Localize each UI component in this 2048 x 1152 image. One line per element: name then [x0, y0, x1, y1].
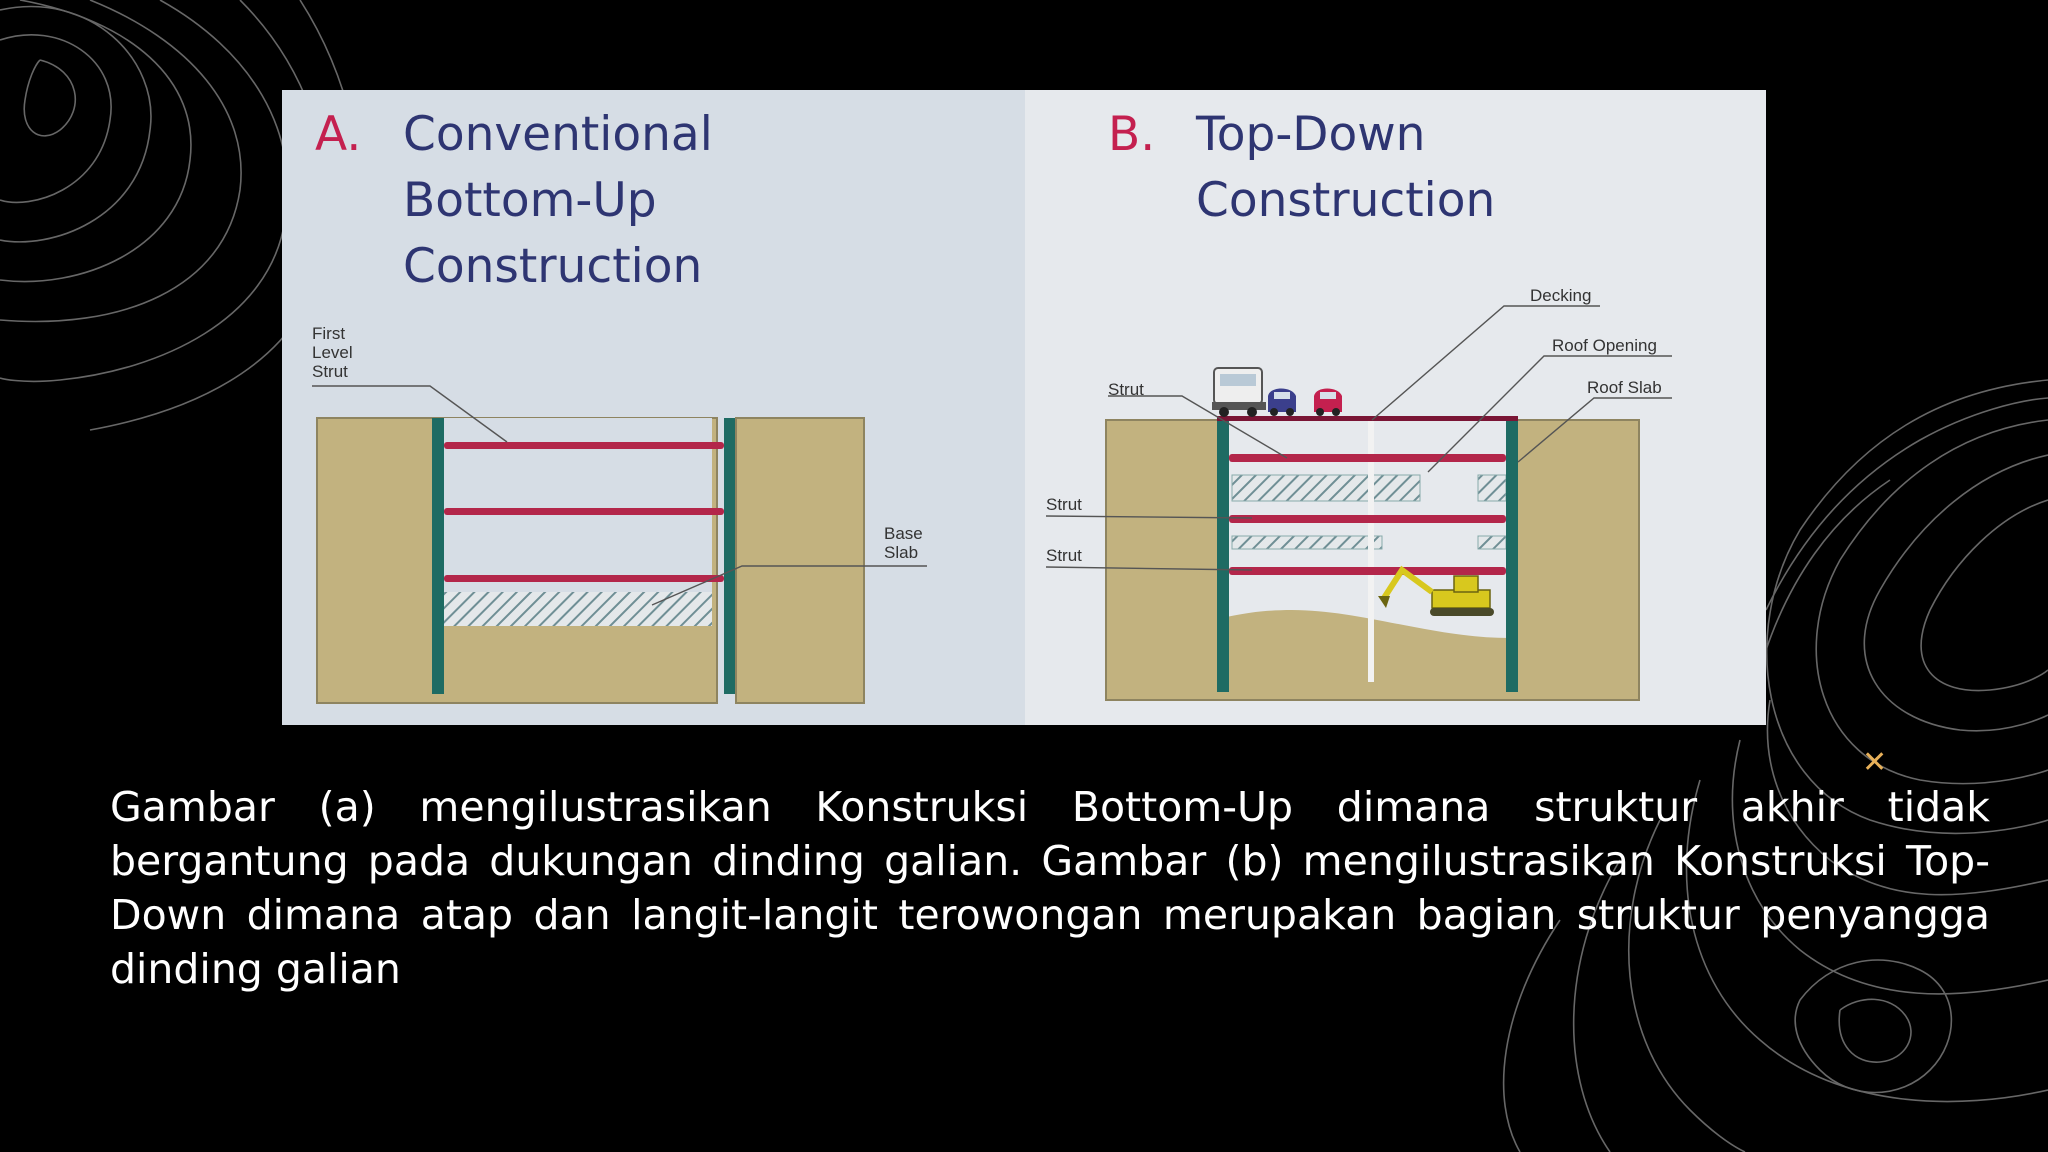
label-roof-opening: Roof Opening: [1552, 336, 1657, 355]
excavation-a: [434, 418, 712, 625]
label-first-level-strut: First Level Strut: [312, 324, 353, 381]
label-decking: Decking: [1530, 286, 1592, 305]
wall-left-a: [432, 418, 444, 694]
diagram-drawing: [312, 305, 1672, 704]
wall-right-a: [724, 418, 736, 694]
panel-b-title-line2: Construction: [1196, 173, 1496, 228]
leader-strut-top: [1108, 395, 1288, 459]
deck-b: [1217, 416, 1518, 421]
panel-a-title-line1: Conventional: [403, 107, 713, 162]
roof-slab-b2: [1477, 474, 1507, 502]
strut-b3: [1229, 567, 1506, 575]
leader-roof-slab: [1517, 397, 1672, 463]
label-base-slab: Base Slab: [884, 524, 923, 562]
strut-b1: [1229, 454, 1506, 462]
strut-a2: [444, 508, 724, 515]
caption-text: Gambar (a) mengilustrasikan Konstruksi B…: [110, 783, 1990, 993]
label-roof-slab: Roof Slab: [1587, 378, 1662, 397]
panel-b-letter: B.: [1108, 107, 1156, 162]
truck-icon: [1212, 367, 1266, 417]
excavator-icon: [1378, 565, 1494, 616]
label-strut-top: Strut: [1108, 380, 1144, 399]
car-icon: [1268, 388, 1296, 416]
panel-a-section: [312, 385, 927, 704]
leader-base-slab: [651, 565, 927, 606]
mid-slab-b2: [1477, 535, 1507, 550]
strut-a3: [444, 575, 724, 582]
roof-slab-b: [1231, 474, 1421, 502]
strut-b2: [1229, 515, 1506, 523]
leader-first-level-strut: [312, 385, 508, 443]
construction-diagram: A. Conventional Bottom-Up Construction F…: [282, 90, 1766, 725]
base-slab-a: [442, 592, 712, 626]
leader-roof-opening: [1427, 355, 1672, 473]
panel-a-title-line2: Bottom-Up: [403, 173, 657, 228]
leader-strut-low: [1045, 566, 1253, 571]
wall-right-b: [1506, 420, 1518, 692]
soil-right-a: [735, 417, 865, 704]
panel-b-title-line1: Top-Down: [1196, 107, 1426, 162]
panel-a-letter: A.: [315, 107, 362, 162]
car-icon-red: [1314, 388, 1342, 416]
wall-left-b: [1217, 420, 1229, 692]
mid-slab-b: [1231, 535, 1383, 550]
panel-a-title-line3: Construction: [403, 239, 703, 294]
strut-a1: [444, 442, 724, 449]
label-strut-low: Strut: [1046, 546, 1082, 565]
center-column-b: [1368, 420, 1374, 682]
label-strut-mid: Strut: [1046, 495, 1082, 514]
panel-b-section: [1045, 305, 1672, 701]
leader-strut-mid: [1045, 515, 1253, 519]
leader-decking: [1371, 305, 1600, 421]
star-icon: ✕: [1862, 745, 1888, 780]
